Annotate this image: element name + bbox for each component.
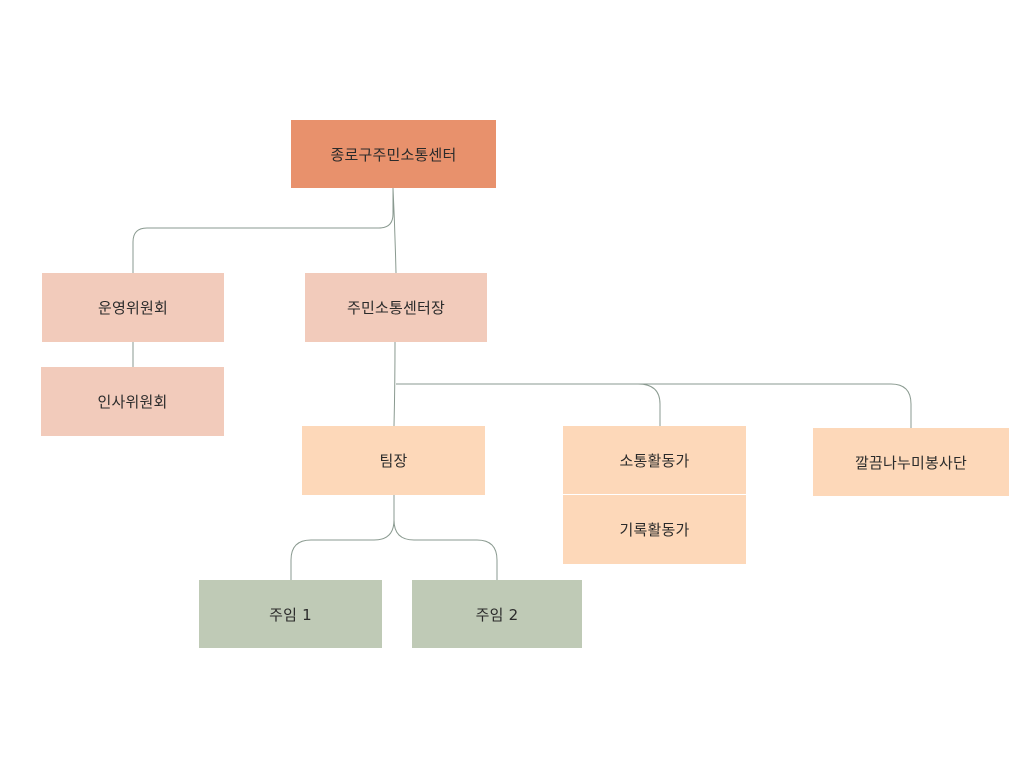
org-node-label: 주임 1: [269, 605, 312, 624]
org-node-volunteer-group: 깔끔나누미봉사단: [813, 428, 1009, 496]
connector-root-steering: [132, 188, 394, 273]
org-node-label: 종로구주민소통센터: [330, 145, 457, 164]
org-node-label: 주임 2: [475, 605, 519, 624]
org-node-chief-1: 주임 1: [199, 580, 382, 648]
org-node-chief-2: 주임 2: [412, 580, 582, 648]
org-node-steering-committee: 운영위원회: [42, 273, 224, 342]
org-node-record-activist: 기록활동가: [563, 495, 746, 564]
org-node-label: 깔끔나누미봉사단: [854, 453, 967, 472]
org-node-label: 운영위원회: [97, 299, 168, 317]
connector-teamlead-chief1: [290, 495, 395, 580]
org-node-label: 주민소통센터장: [346, 299, 445, 317]
org-node-label: 인사위원회: [97, 393, 168, 411]
org-node-center-director: 주민소통센터장: [305, 273, 487, 342]
connector-director-volunteer: [396, 383, 912, 428]
org-node-label: 기록활동가: [619, 521, 690, 539]
org-node-label: 팀장: [379, 452, 408, 470]
connector-teamlead-chief2: [393, 495, 498, 580]
org-node-team-lead: 팀장: [302, 426, 485, 495]
connector-director-teamlead: [393, 341, 396, 427]
org-node-root: 종로구주민소통센터: [291, 120, 496, 188]
org-node-label: 소통활동가: [619, 451, 690, 470]
connector-director-comm: [396, 383, 661, 426]
org-node-communication-activist: 소통활동가: [563, 426, 746, 494]
connector-root-director: [392, 187, 397, 274]
org-node-personnel-committee: 인사위원회: [41, 367, 224, 436]
